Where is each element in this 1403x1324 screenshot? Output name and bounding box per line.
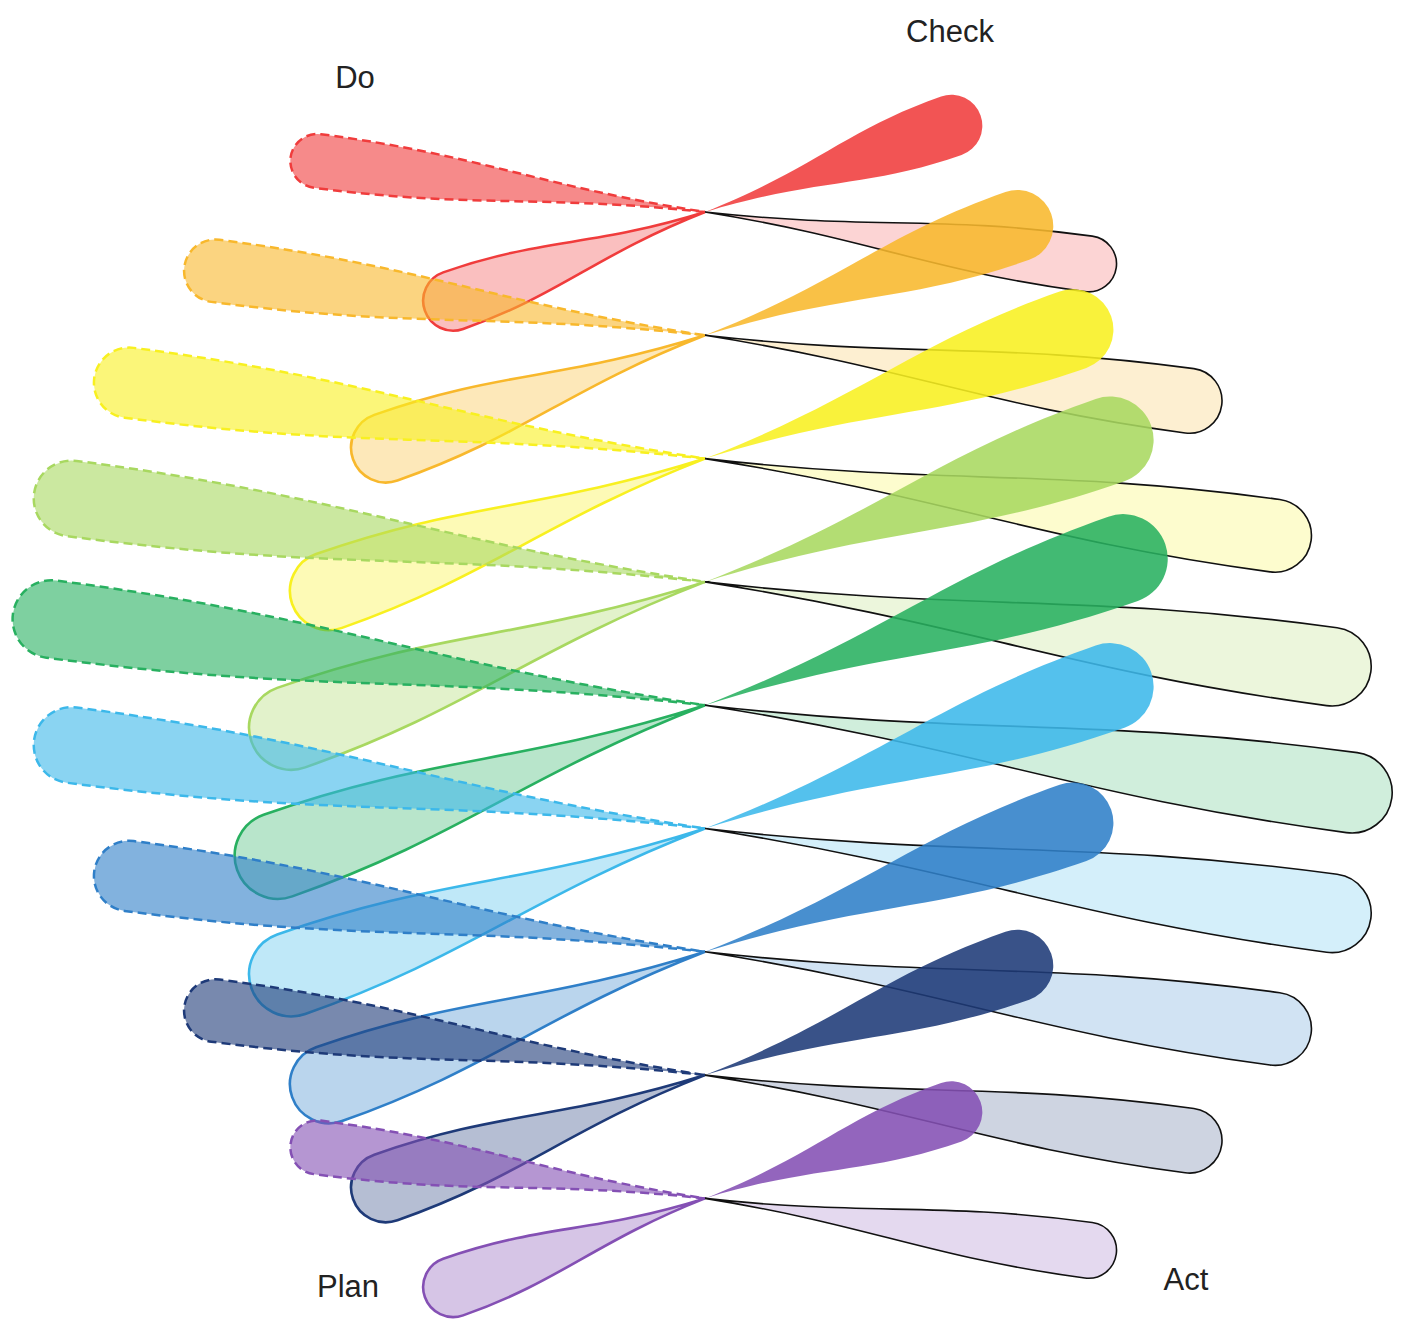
pdca-cycle <box>29 385 1376 782</box>
do-petal <box>287 1117 708 1225</box>
phase-label: Check <box>906 14 994 50</box>
pdca-cycle <box>90 771 1316 1134</box>
phase-label: Act <box>1164 1262 1209 1298</box>
pdca-cycle <box>287 1073 1120 1324</box>
plan-petal <box>415 1170 715 1324</box>
pdca-cycle <box>29 631 1376 1028</box>
phase-label: Do <box>335 60 375 96</box>
do-petal <box>287 131 708 239</box>
do-petal <box>180 976 709 1107</box>
do-petal <box>90 343 710 493</box>
do-petal <box>180 236 709 367</box>
pdca-cycle <box>180 920 1226 1232</box>
phase-label: Plan <box>317 1269 379 1305</box>
act-petal <box>701 1171 1120 1282</box>
do-petal <box>90 836 710 986</box>
pdca-cycle <box>8 502 1397 911</box>
